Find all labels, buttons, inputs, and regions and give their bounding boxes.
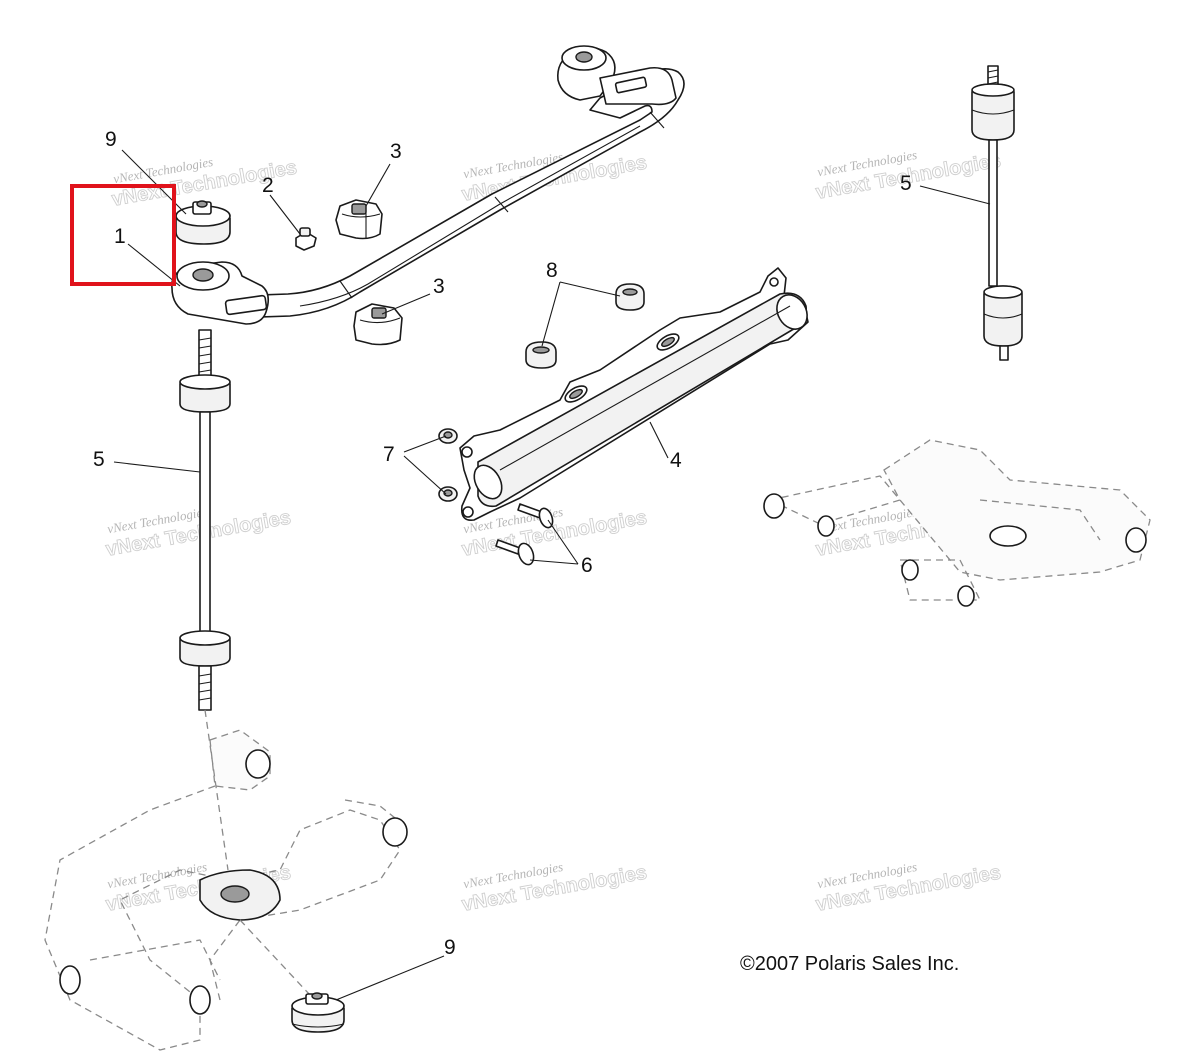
bolt-6-lower[interactable]	[495, 539, 536, 567]
stabilizer-bar[interactable]	[171, 45, 685, 325]
callout-5-left: 5	[93, 448, 105, 471]
bushing-bottom[interactable]	[353, 303, 403, 346]
callout-1: 1	[114, 225, 126, 248]
grommet-8-upper[interactable]	[615, 283, 645, 311]
callouts: 9 1 2 3 3 5 5 8 7 4 6 9	[93, 128, 912, 959]
leader-lines	[113, 149, 991, 1001]
copyright-text: ©2007 Polaris Sales Inc.	[740, 953, 959, 975]
nut-7-lower[interactable]	[438, 486, 458, 502]
mount-bracket[interactable]	[459, 267, 813, 522]
callout-9-bottom: 9	[444, 936, 456, 959]
selection-highlight-box	[70, 184, 176, 286]
grease-fitting[interactable]	[295, 227, 317, 251]
callout-6: 6	[581, 554, 593, 577]
callout-3-top: 3	[390, 140, 402, 163]
grommet-8-lower[interactable]	[525, 341, 557, 369]
swing-arm-right	[763, 439, 1151, 607]
callout-3-bottom: 3	[433, 275, 445, 298]
rubber-bushing-9-bottom[interactable]	[291, 992, 345, 1033]
callout-9-top: 9	[105, 128, 117, 151]
bushing-top[interactable]	[335, 199, 383, 240]
link-rod-right[interactable]	[971, 65, 1023, 361]
swing-arm-left	[44, 709, 408, 1051]
callout-2: 2	[262, 174, 274, 197]
callout-5-right: 5	[900, 172, 912, 195]
link-rod-left[interactable]	[179, 329, 231, 711]
callout-7: 7	[383, 443, 395, 466]
nut-7-upper[interactable]	[438, 428, 458, 444]
callout-4: 4	[670, 449, 682, 472]
callout-8: 8	[546, 259, 558, 282]
rubber-bushing-9-top[interactable]	[175, 200, 231, 245]
